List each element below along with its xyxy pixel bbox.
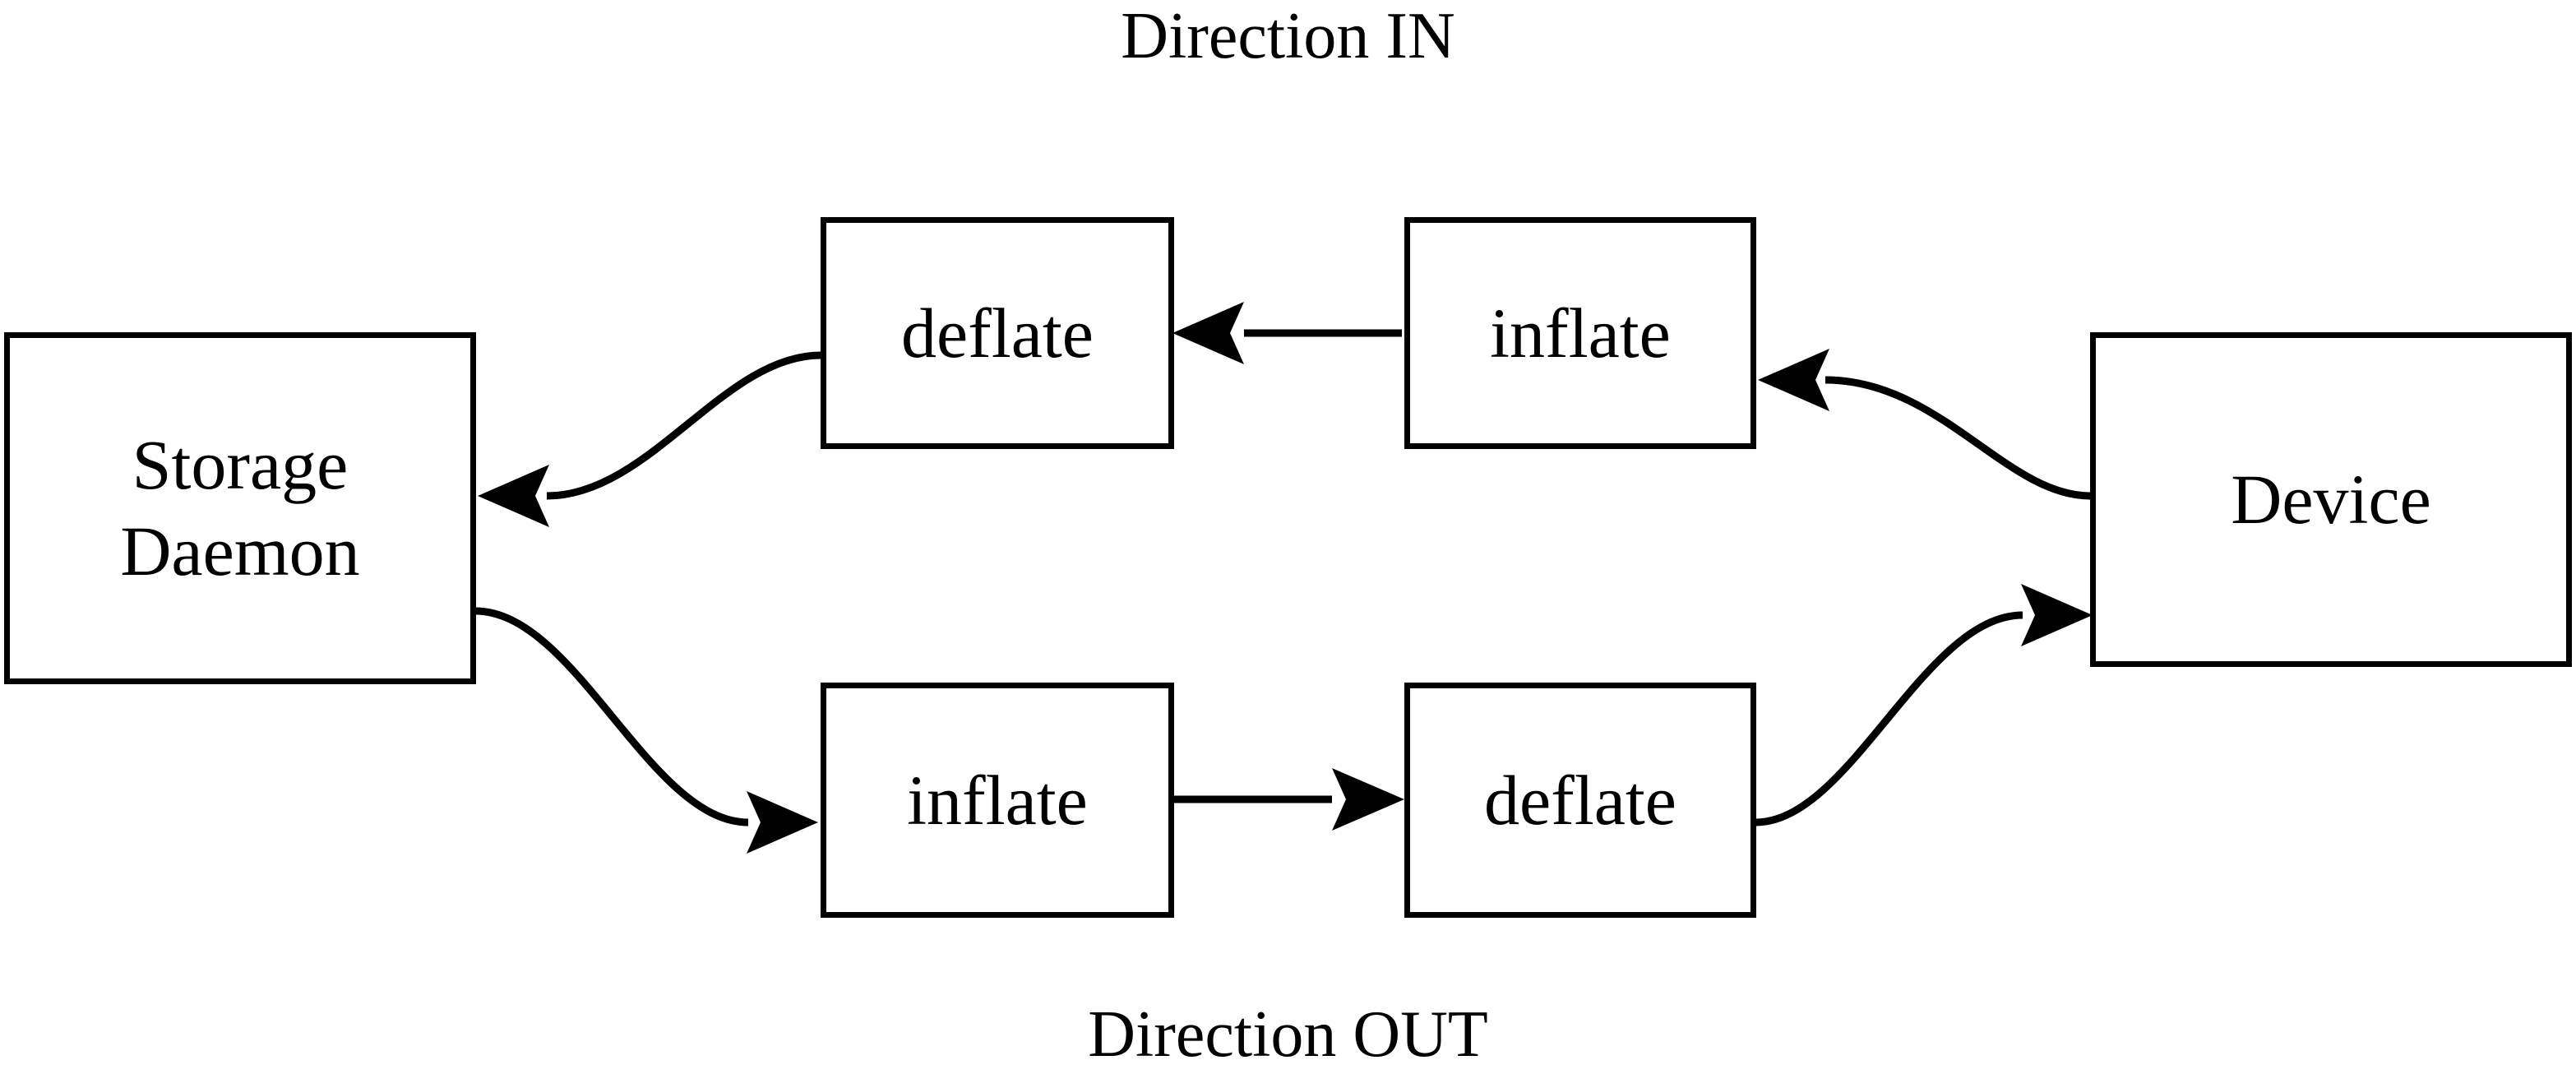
edge-device-to-inflate-in bbox=[1758, 349, 2091, 500]
node-inflate-in-label: inflate bbox=[1490, 293, 1671, 373]
caption-direction-in: Direction IN bbox=[1121, 0, 1455, 72]
node-inflate-out-label: inflate bbox=[907, 760, 1088, 840]
node-inflate-in[interactable]: inflate bbox=[1404, 217, 1756, 449]
edge-deflate-out-to-device bbox=[1755, 584, 2093, 826]
edge-inflate-out-to-deflate-out bbox=[1174, 768, 1404, 831]
node-deflate-in-label: deflate bbox=[901, 293, 1094, 373]
edge-inflate-in-to-deflate-in bbox=[1172, 302, 1402, 364]
node-deflate-out-label: deflate bbox=[1484, 760, 1676, 840]
node-storage-daemon[interactable]: Storage Daemon bbox=[4, 332, 476, 684]
node-storage-daemon-line1: Storage bbox=[132, 425, 349, 505]
node-storage-daemon-line2: Daemon bbox=[120, 512, 360, 590]
edge-deflate-in-to-storage-daemon bbox=[478, 351, 821, 527]
node-deflate-in[interactable]: deflate bbox=[821, 217, 1174, 449]
caption-direction-out: Direction OUT bbox=[1088, 998, 1488, 1071]
node-deflate-out[interactable]: deflate bbox=[1404, 683, 1756, 918]
node-device-label: Device bbox=[2231, 460, 2431, 539]
edge-storage-daemon-to-inflate-out bbox=[474, 607, 818, 854]
node-inflate-out[interactable]: inflate bbox=[821, 683, 1174, 918]
node-device[interactable]: Device bbox=[2090, 332, 2572, 667]
